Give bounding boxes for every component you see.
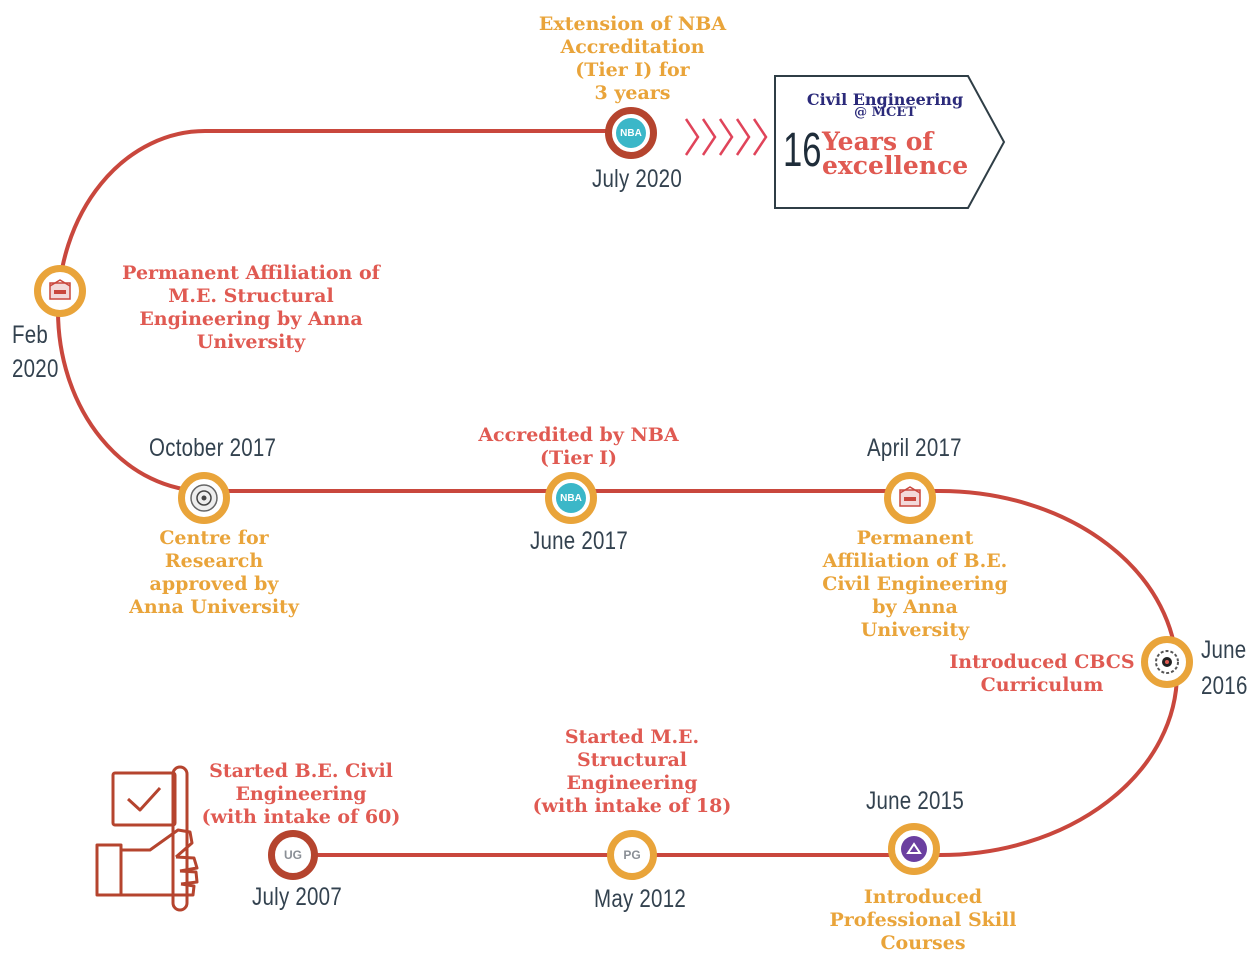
nba-icon: NBA (556, 483, 586, 513)
caption-line: University (196, 331, 306, 353)
caption-line: Permanent (856, 527, 974, 549)
caption-line: (with intake of 18) (532, 795, 732, 817)
caption-line: Started M.E. (564, 726, 700, 748)
caption-line: Introduced (863, 886, 983, 908)
date-may-2012: May 2012 (594, 885, 687, 913)
caption-line: Accreditation (560, 36, 705, 58)
marker-july-2020: NBA (605, 107, 657, 159)
caption-line: M.E. Structural (168, 285, 334, 307)
caption-april-2017: Permanent Affiliation of B.E. Civil Engi… (800, 527, 1030, 642)
marker-april-2017 (884, 472, 936, 524)
caption-line: Research (164, 550, 264, 572)
marker-may-2012: PG (607, 830, 657, 880)
caption-line: Affiliation of B.E. (822, 550, 1008, 572)
caption-line: Engineering (235, 783, 367, 805)
badge-subtitle: Years of excellence (822, 127, 969, 180)
date-july-2020: July 2020 (592, 165, 682, 193)
timeline-path (56, 129, 1179, 857)
badge-title: Civil Engineering @ MCET (795, 90, 975, 120)
date-october-2017: October 2017 (149, 434, 277, 462)
badge-number: 16 (783, 124, 822, 177)
badge-shape (774, 75, 1006, 209)
caption-feb-2020: Permanent Affiliation of M.E. Structural… (96, 262, 406, 354)
caption-october-2017: Centre for Research approved by Anna Uni… (104, 527, 324, 619)
marker-feb-2020 (34, 265, 86, 317)
caption-line: Accredited by NBA (478, 424, 679, 446)
caption-may-2012: Started M.E. Structural Engineering (wit… (517, 726, 747, 818)
marker-july-2007: UG (268, 830, 318, 880)
date-june-2015: June 2015 (866, 787, 964, 815)
university-icon (49, 279, 71, 300)
marker-june-2017: NBA (545, 472, 597, 524)
caption-line: Anna University (129, 596, 299, 618)
caption-line: Engineering by Anna (139, 308, 363, 330)
caption-line: Professional Skill (829, 909, 1017, 931)
caption-june-2015: Introduced Professional Skill Courses (808, 886, 1038, 955)
caption-line: University (860, 619, 970, 641)
nba-icon: NBA (616, 118, 646, 148)
caption-line: (Tier I) for (575, 59, 690, 81)
nba-icon-label: NBA (620, 127, 642, 139)
caption-line: Civil Engineering (822, 573, 1008, 595)
marker-june-2015 (888, 823, 940, 875)
date-line: 2020 (12, 355, 59, 383)
date-june-2016: June 2016 (1201, 632, 1248, 704)
hand-flag-icon (95, 765, 199, 912)
university-icon (899, 486, 921, 507)
badge-line4: excellence (822, 151, 969, 180)
caption-line: Courses (880, 932, 966, 954)
badge-line3: Years of (822, 127, 934, 156)
caption-line: (with intake of 60) (201, 806, 401, 828)
marker-october-2017 (178, 472, 230, 524)
caption-line: Started B.E. Civil (209, 760, 393, 782)
date-june-2017: June 2017 (530, 527, 628, 555)
caption-line: by Anna (872, 596, 958, 618)
caption-line: Curriculum (980, 674, 1104, 696)
caption-june-2017: Accredited by NBA (Tier I) (466, 424, 691, 470)
badge-line2: @ MCET (854, 105, 916, 120)
date-line: June (1201, 636, 1247, 664)
caption-line: Centre for (159, 527, 269, 549)
caption-line: (Tier I) (540, 447, 617, 469)
date-april-2017: April 2017 (867, 434, 962, 462)
caption-july-2007: Started B.E. Civil Engineering (with int… (192, 760, 410, 829)
chevron-arrows (684, 118, 768, 156)
caption-line: Extension of NBA (538, 13, 727, 35)
ug-icon: UG (284, 848, 302, 862)
caption-june-2016: Introduced CBCS Curriculum (938, 651, 1146, 697)
research-seal-icon (190, 484, 218, 512)
cbcs-icon (1155, 650, 1179, 674)
badge-line1: Civil Engineering (806, 90, 964, 109)
date-july-2007: July 2007 (252, 883, 342, 911)
skill-icon (901, 836, 927, 862)
caption-line: Engineering (566, 772, 698, 794)
caption-line: Introduced CBCS (949, 651, 1135, 673)
caption-line: approved by (149, 573, 279, 595)
caption-line: Permanent Affiliation of (122, 262, 380, 284)
caption-july-2020: Extension of NBA Accreditation (Tier I) … (520, 13, 745, 105)
date-feb-2020: Feb 2020 (12, 318, 59, 386)
caption-line: Structural (576, 749, 688, 771)
caption-line: 3 years (594, 82, 671, 104)
marker-june-2016 (1141, 636, 1193, 688)
pg-icon: PG (623, 848, 641, 862)
nba-icon-label: NBA (560, 492, 582, 504)
date-line: Feb (12, 321, 49, 349)
date-line: 2016 (1201, 672, 1248, 700)
